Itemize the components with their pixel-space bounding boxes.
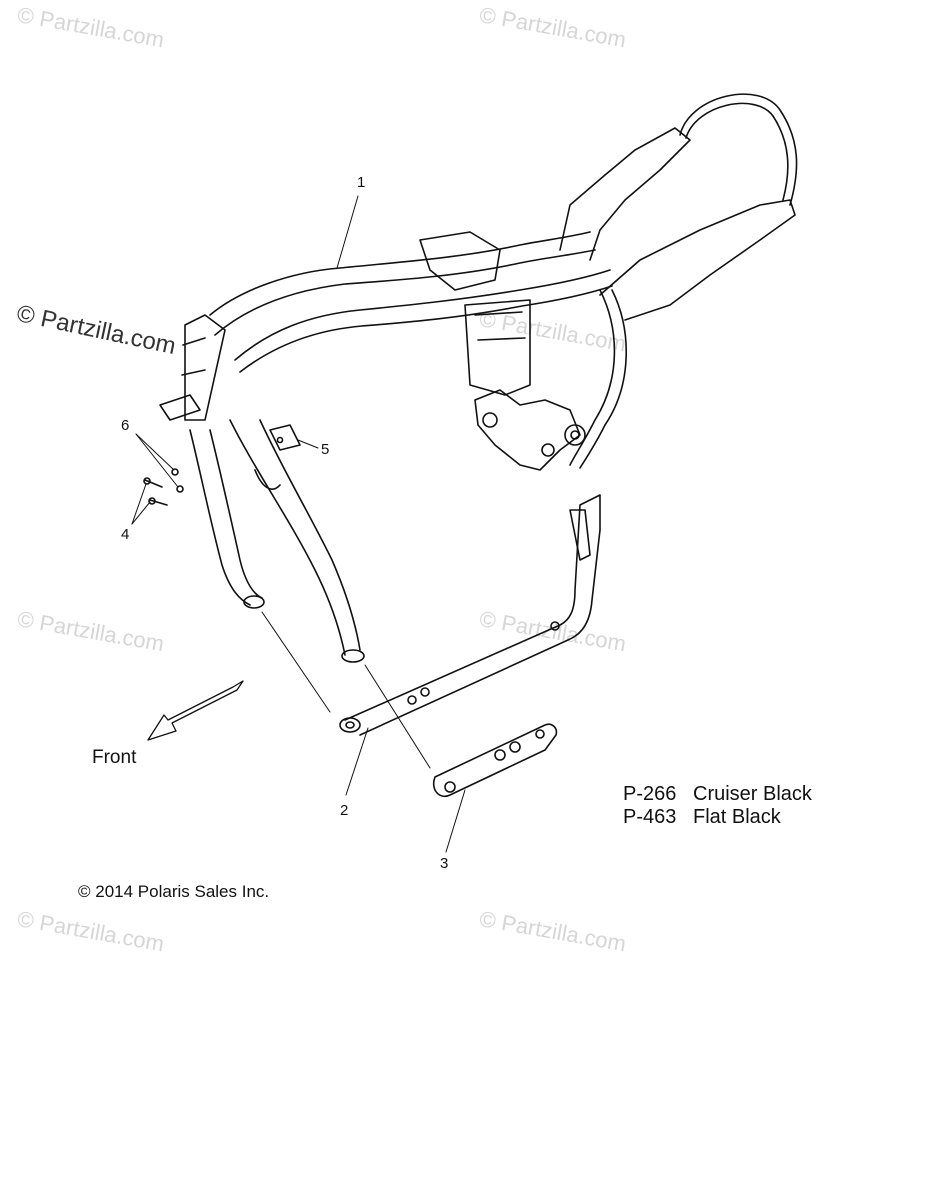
backbone-upper [209, 231, 591, 316]
copyright-notice: © 2014 Polaris Sales Inc. [78, 882, 270, 901]
leader-down-left [261, 611, 331, 713]
leader-2 [345, 727, 369, 796]
leader-3 [445, 789, 466, 853]
paint-code: P-266 [623, 783, 677, 805]
leader-1 [336, 195, 359, 269]
paint-code-legend: P-266 Cruiser Black P-463 Flat Black [623, 783, 812, 829]
rear-loop [679, 93, 798, 206]
rear-strut-left [559, 127, 691, 261]
leader-5 [297, 439, 319, 449]
nut-part-6 [171, 468, 179, 476]
bracket-part-5 [269, 424, 301, 451]
callout-2: 2 [340, 802, 349, 819]
down-tube-right [229, 419, 346, 656]
paint-name: Cruiser Black [693, 783, 812, 805]
callout-4: 4 [121, 526, 130, 543]
steering-head [184, 314, 226, 421]
down-tube-left [189, 429, 251, 606]
callout-3: 3 [440, 855, 449, 872]
front-arrow-icon [147, 680, 244, 741]
callout-6: 6 [121, 417, 130, 434]
rail-part-3 [432, 723, 558, 797]
backbone-lower [234, 269, 611, 361]
rear-strut-right [599, 199, 796, 321]
leader-4a [131, 501, 151, 525]
paint-code-row: P-463 Flat Black [623, 806, 812, 829]
engine-mount-cluster [474, 389, 581, 471]
leader-4b [131, 483, 147, 525]
front-label: Front [92, 747, 137, 768]
leader-6a [135, 433, 175, 471]
bolt-part-4 [144, 479, 168, 506]
paint-code: P-463 [623, 806, 677, 828]
callout-5: 5 [321, 441, 330, 458]
lower-rail-part-2 [344, 494, 601, 736]
paint-code-row: P-266 Cruiser Black [623, 783, 812, 806]
paint-name: Flat Black [693, 806, 781, 828]
leader-6b [135, 433, 179, 488]
leader-down-right [364, 664, 431, 769]
callout-1: 1 [357, 174, 366, 191]
